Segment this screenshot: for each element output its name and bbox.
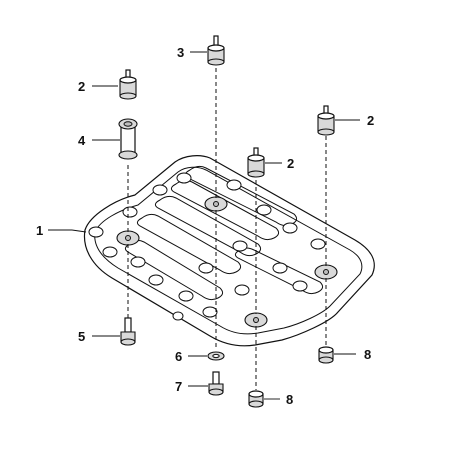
rubber-mount-3 (207, 35, 225, 66)
base-plate-inner-rim (94, 166, 363, 335)
plate-hole (226, 179, 242, 191)
callout-labels: 1 2 2 2 3 4 5 6 7 8 8 (36, 45, 374, 407)
plate-hole (282, 222, 298, 234)
plate-slot (124, 239, 224, 301)
callout-8-bottom: 8 (286, 392, 293, 407)
plate-hole (292, 280, 308, 292)
leader-lines (48, 51, 360, 400)
plate-hole (256, 204, 272, 216)
plate-hole (102, 246, 118, 258)
plate-hole (202, 306, 218, 318)
mount-boss-hole (323, 269, 329, 275)
callout-3: 3 (177, 45, 184, 60)
plate-hole (310, 238, 326, 250)
callout-6: 6 (175, 349, 182, 364)
mount-boss-hole (125, 235, 131, 241)
plate-hole (152, 184, 168, 196)
plate-hole (234, 284, 250, 296)
plate-hole (148, 274, 164, 286)
rubber-mount-2b (317, 105, 335, 136)
plate-hole (172, 311, 184, 321)
callout-7: 7 (175, 379, 182, 394)
callout-2-right: 2 (367, 113, 374, 128)
rubber-mount-2a (119, 69, 137, 100)
plate-mount-bosses (116, 196, 338, 328)
mount-boss-hole (213, 201, 219, 207)
plate-hole (88, 226, 104, 238)
washer-6 (207, 351, 225, 361)
spacer-sleeve-4 (118, 118, 138, 160)
base-plate (83, 155, 375, 347)
callout-1: 1 (36, 223, 43, 238)
plate-hole (198, 262, 214, 274)
nut-8a (318, 346, 334, 364)
callout-5: 5 (78, 329, 85, 344)
plate-hole (122, 206, 138, 218)
screw-5 (120, 317, 136, 346)
assembly-axes (127, 68, 327, 390)
plate-hole (232, 240, 248, 252)
plate-hole (176, 172, 192, 184)
leader-line-1-tip (71, 229, 87, 233)
plate-hole (272, 262, 288, 274)
plate-hole (178, 290, 194, 302)
callout-8-right: 8 (364, 347, 371, 362)
callout-4: 4 (78, 133, 86, 148)
nut-8b (248, 390, 264, 408)
plate-slot (234, 247, 324, 295)
mount-boss-hole (253, 317, 259, 323)
plate-hole (130, 256, 146, 268)
plate-slot (136, 213, 242, 275)
callout-2-center: 2 (287, 156, 294, 171)
callout-2-left: 2 (78, 79, 85, 94)
rubber-mount-2c (247, 147, 265, 178)
base-plate-outline (83, 155, 375, 347)
screw-7 (208, 371, 224, 396)
